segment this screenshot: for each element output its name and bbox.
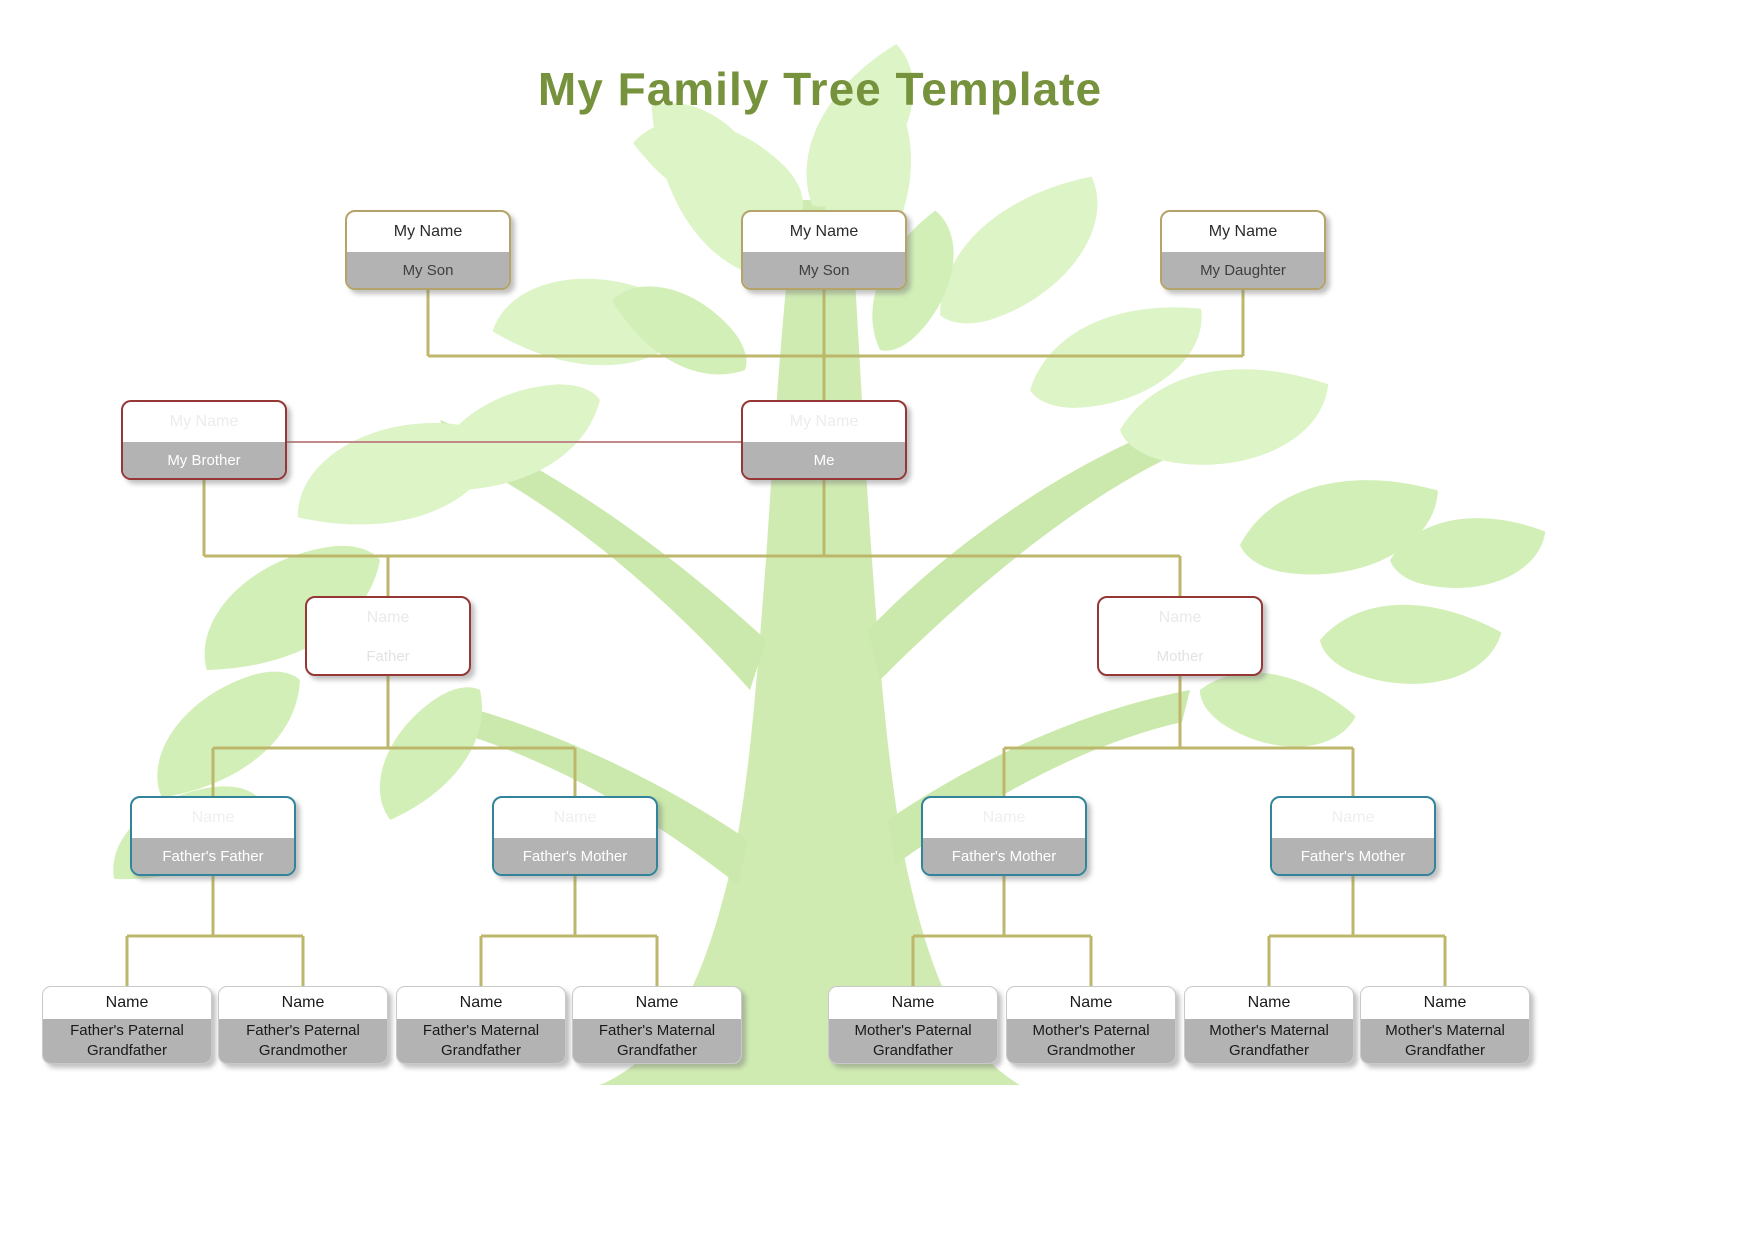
node-relation-label: My Daughter (1162, 252, 1324, 288)
node-name-field: Name (105, 994, 149, 1011)
node-relation-label: Mother's Paternal Grandfather (829, 1019, 997, 1063)
node-name-field: Name (1247, 994, 1291, 1011)
node-name-field: Name (366, 609, 410, 626)
node-relation-label: Father's Mother (923, 838, 1085, 874)
node-grandparent-2[interactable]: Name Father's Mother (492, 796, 658, 876)
node-relation-label: Mother's Paternal Grandmother (1007, 1019, 1175, 1063)
node-name-field: Name (191, 809, 235, 826)
tree-leaves-shaded (103, 208, 1547, 883)
node-relation-label: Mother's Maternal Grandfather (1361, 1019, 1529, 1063)
node-name-field: Name (553, 809, 597, 826)
node-father[interactable]: Name Father (305, 596, 471, 676)
node-name-field: Name (1331, 809, 1375, 826)
node-name-field: Name (281, 994, 325, 1011)
node-name-field: Name (1069, 994, 1113, 1011)
tree-trunk-shape (600, 200, 1020, 1085)
node-daughter[interactable]: My Name My Daughter (1160, 210, 1326, 290)
node-mother[interactable]: Name Mother (1097, 596, 1263, 676)
node-relation-label: My Brother (123, 442, 285, 478)
node-grandparent-1[interactable]: Name Father's Father (130, 796, 296, 876)
node-me[interactable]: My Name Me (741, 400, 907, 480)
node-relation-label: Father's Maternal Grandfather (573, 1019, 741, 1063)
node-relation-label: Mother (1156, 647, 1204, 665)
node-son-1[interactable]: My Name My Son (345, 210, 511, 290)
node-relation-label: Father's Mother (494, 838, 656, 874)
node-name-field: Name (1158, 609, 1202, 626)
node-relation-label: Father's Maternal Grandfather (397, 1019, 565, 1063)
node-son-2[interactable]: My Name My Son (741, 210, 907, 290)
node-relation-label: My Son (743, 252, 905, 288)
node-relation-label: Father's Mother (1272, 838, 1434, 874)
node-relation-label: Me (743, 442, 905, 478)
node-relation-label: Father's Paternal Grandfather (43, 1019, 211, 1063)
node-name-field: My Name (789, 413, 859, 430)
node-great-grandparent-6[interactable]: Name Mother's Paternal Grandmother (1006, 986, 1176, 1064)
node-grandparent-4[interactable]: Name Father's Mother (1270, 796, 1436, 876)
node-name-field: Name (1423, 994, 1467, 1011)
node-relation-label: My Son (347, 252, 509, 288)
node-name-field: Name (891, 994, 935, 1011)
node-name-field: Name (635, 994, 679, 1011)
node-great-grandparent-5[interactable]: Name Mother's Paternal Grandfather (828, 986, 998, 1064)
page-title: My Family Tree Template (537, 63, 1103, 115)
node-name-field: My Name (789, 223, 859, 240)
node-great-grandparent-2[interactable]: Name Father's Paternal Grandmother (218, 986, 388, 1064)
node-relation-label: Mother's Maternal Grandfather (1185, 1019, 1353, 1063)
node-name-field: My Name (1208, 223, 1278, 240)
node-grandparent-3[interactable]: Name Father's Mother (921, 796, 1087, 876)
node-my-brother[interactable]: My Name My Brother (121, 400, 287, 480)
node-great-grandparent-4[interactable]: Name Father's Maternal Grandfather (572, 986, 742, 1064)
node-name-field: My Name (393, 223, 463, 240)
node-great-grandparent-7[interactable]: Name Mother's Maternal Grandfather (1184, 986, 1354, 1064)
node-name-field: Name (459, 994, 503, 1011)
node-name-field: My Name (169, 413, 239, 430)
node-great-grandparent-8[interactable]: Name Mother's Maternal Grandfather (1360, 986, 1530, 1064)
node-great-grandparent-3[interactable]: Name Father's Maternal Grandfather (396, 986, 566, 1064)
node-relation-label: Father (366, 647, 410, 665)
node-name-field: Name (982, 809, 1026, 826)
node-relation-label: Father's Father (132, 838, 294, 874)
node-relation-label: Father's Paternal Grandmother (219, 1019, 387, 1063)
node-great-grandparent-1[interactable]: Name Father's Paternal Grandfather (42, 986, 212, 1064)
